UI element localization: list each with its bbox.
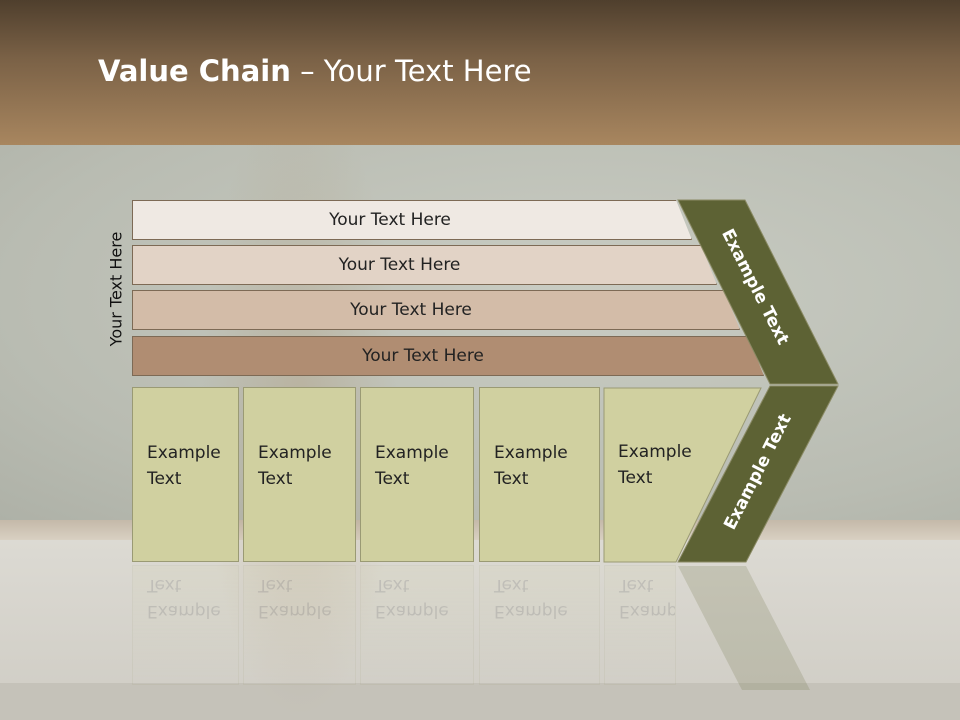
box-line2: Text: [147, 469, 182, 489]
last-box-shape: [603, 387, 762, 563]
box-reflection: Example Text: [360, 565, 474, 685]
reflection-line2: Text: [375, 575, 410, 595]
support-bar-2[interactable]: Your Text Here: [132, 245, 717, 285]
title-bold: Value Chain: [98, 54, 291, 88]
reflection-line1: Example: [494, 601, 568, 621]
box-line2: Text: [375, 469, 410, 489]
reflection-line1: Example: [375, 601, 449, 621]
reflection-line1: Example: [619, 601, 676, 621]
reflection-line2: Text: [619, 575, 654, 595]
box-reflection: Example Text: [132, 565, 239, 685]
support-bar-3[interactable]: Your Text Here: [132, 290, 740, 330]
box-line1: Example: [147, 443, 221, 463]
floor-band: [0, 683, 960, 720]
reflection-line2: Text: [258, 575, 293, 595]
support-bar-1[interactable]: Your Text Here: [132, 200, 692, 240]
reflection-line1: Example: [147, 601, 221, 621]
box-line1: Example: [494, 443, 568, 463]
box-reflection: Example Text: [479, 565, 600, 685]
title-rest: – Your Text Here: [290, 54, 532, 88]
chevron-lower: [677, 385, 839, 563]
slide-title: Value Chain – Your Text Here: [98, 54, 532, 88]
support-bar-4[interactable]: Your Text Here: [132, 336, 764, 376]
box-line1: Example: [258, 443, 332, 463]
box-line2: Text: [494, 469, 529, 489]
reflection-line2: Text: [494, 575, 529, 595]
slide-header: Value Chain – Your Text Here: [0, 0, 960, 145]
primary-box-2[interactable]: Example Text: [243, 387, 356, 562]
reflection-line2: Text: [147, 575, 182, 595]
chevron-upper: [677, 199, 839, 385]
box-line1: Example: [375, 443, 449, 463]
primary-box-3[interactable]: Example Text: [360, 387, 474, 562]
primary-box-1[interactable]: Example Text: [132, 387, 239, 562]
reflection-line1: Example: [258, 601, 332, 621]
box-line2: Text: [618, 468, 653, 488]
chevron-reflection: [678, 566, 810, 690]
box-reflection: Example Text: [243, 565, 356, 685]
box-line1: Example: [618, 442, 692, 462]
primary-box-5[interactable]: Example Text: [604, 387, 704, 562]
box-line2: Text: [258, 469, 293, 489]
primary-box-4[interactable]: Example Text: [479, 387, 600, 562]
box-reflection: Example Text: [604, 565, 676, 685]
